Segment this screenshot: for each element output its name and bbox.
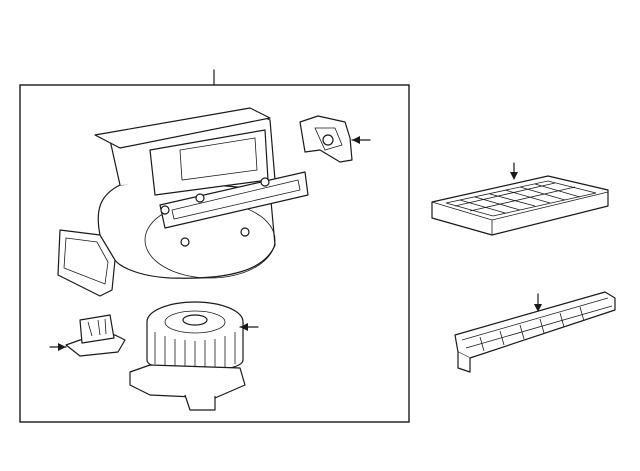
servo-actuator-illustration [299,115,353,163]
resistor-illustration [65,314,126,357]
cabin-air-filter-illustration [431,175,609,236]
callout-3-arrow [352,136,360,144]
callout-4-arrow [58,343,66,351]
callout-2-arrow [240,323,248,331]
callout-6-arrow [534,304,542,312]
callout-5-arrow [510,172,518,180]
blower-housing-illustration [57,107,309,297]
filter-cover-illustration [454,291,616,373]
blower-motor-illustration [129,301,246,411]
